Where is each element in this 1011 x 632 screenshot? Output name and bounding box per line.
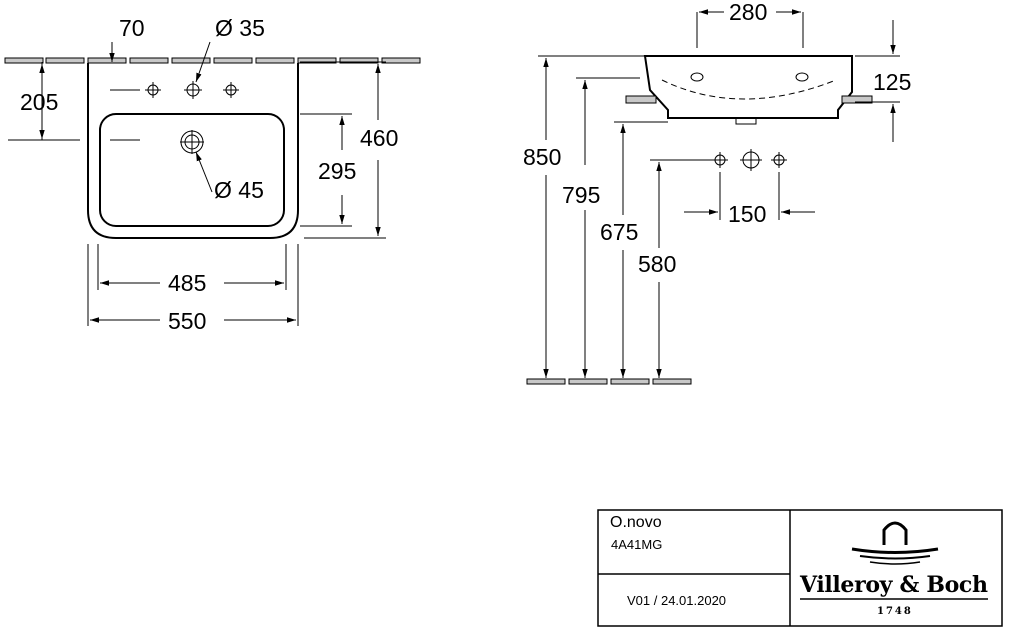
dim-580: 580 xyxy=(638,251,676,277)
dim-supply-spacing: 150 xyxy=(728,201,766,227)
dim-tap-hole: Ø 35 xyxy=(215,15,265,41)
dim-bowl-depth: 295 xyxy=(318,158,356,184)
tap-holes xyxy=(145,81,239,99)
dim-tap-spread: 280 xyxy=(729,0,767,25)
dim-795: 795 xyxy=(562,182,600,208)
title-block: O.novo 4A41MG V01 / 24.01.2020 Villeroy … xyxy=(597,509,1003,627)
product-name: O.novo xyxy=(610,514,662,531)
product-code: 4A41MG xyxy=(611,537,662,552)
tap-logo-icon xyxy=(851,521,939,565)
floor-tiles xyxy=(526,378,692,385)
dim-inner-width: 485 xyxy=(168,270,206,296)
basin-side-outline xyxy=(643,55,853,119)
basin-bowl xyxy=(99,113,285,227)
dim-rim-height: 850 xyxy=(523,144,561,170)
dim-overflow: Ø 45 xyxy=(214,177,264,203)
version-date: V01 / 24.01.2020 xyxy=(627,593,726,608)
brand-year: 1748 xyxy=(877,606,913,617)
dim-height-to-tap: 205 xyxy=(20,89,58,115)
dim-top-offset: 70 xyxy=(119,15,145,41)
basin-outline xyxy=(87,63,299,239)
brand-name: Villeroy & Boch xyxy=(799,572,988,598)
dim-basin-height: 125 xyxy=(873,69,911,95)
dim-total-width: 550 xyxy=(168,308,206,334)
drain xyxy=(180,130,204,154)
dim-675: 675 xyxy=(600,219,638,245)
dim-total-depth: 460 xyxy=(360,125,398,151)
wall-tiles xyxy=(4,57,421,64)
side-view: 280 125 850 795 675 580 150 xyxy=(523,0,911,385)
supply-connections xyxy=(712,149,787,171)
front-view: 70 Ø 35 205 Ø 45 295 460 485 550 xyxy=(4,15,421,334)
